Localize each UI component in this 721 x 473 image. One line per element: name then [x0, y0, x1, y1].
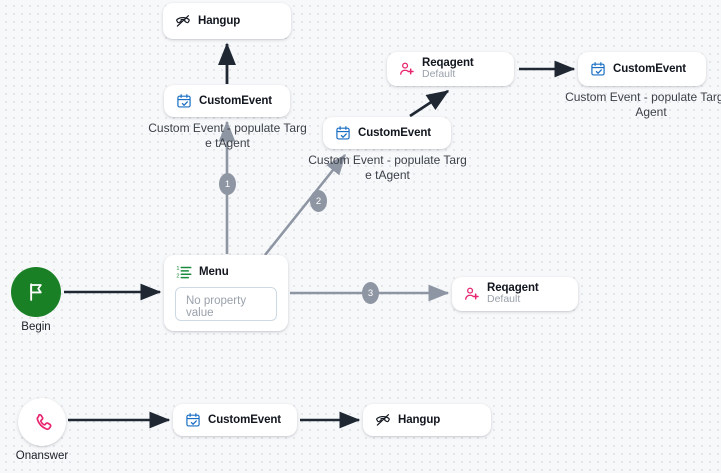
node-head: CustomEvent: [323, 125, 451, 141]
node-customevent-bottom[interactable]: CustomEvent: [173, 404, 297, 436]
person-add-icon: [465, 287, 479, 300]
calendar-check-icon: [591, 62, 605, 76]
calendar-check-icon: [177, 94, 191, 108]
node-subtitle: Default: [422, 68, 456, 81]
node-customevent-right[interactable]: CustomEvent: [578, 52, 706, 86]
node-texts: Reqagent Default: [422, 57, 474, 80]
node-onanswer[interactable]: [18, 398, 66, 446]
node-reqagent-top[interactable]: Reqagent Default: [387, 52, 514, 86]
hangup-phone-icon: [176, 15, 190, 27]
node-texts: Reqagent Default: [487, 282, 539, 305]
node-title: Hangup: [198, 15, 241, 27]
node-head: Reqagent Default: [387, 57, 514, 80]
node-title: CustomEvent: [208, 414, 282, 426]
calendar-check-icon: [336, 126, 350, 140]
edge-customevent-to-reqagent: [409, 89, 450, 118]
node-head: Hangup: [163, 13, 291, 29]
node-hangup-top[interactable]: Hangup: [163, 3, 291, 39]
node-reqagent-mid[interactable]: Reqagent Default: [452, 277, 578, 311]
node-onanswer-label: Onanswer: [15, 450, 69, 462]
node-subtitle: Default: [487, 293, 521, 306]
node-title: Menu: [199, 266, 229, 278]
edge-badge-2[interactable]: 2: [310, 190, 327, 212]
svg-text:1: 1: [176, 266, 179, 272]
node-head: CustomEvent: [578, 61, 706, 77]
flag-icon: [30, 283, 42, 301]
phone-icon: [36, 413, 52, 430]
node-title: CustomEvent: [613, 63, 687, 75]
node-title: Reqagent: [422, 57, 474, 70]
node-begin-label: Begin: [21, 321, 51, 333]
node-begin[interactable]: [11, 267, 61, 317]
node-head: CustomEvent: [173, 412, 297, 428]
node-customevent-mid[interactable]: CustomEvent: [323, 117, 451, 149]
node-title: CustomEvent: [199, 95, 273, 107]
node-hangup-bottom[interactable]: Hangup: [363, 404, 491, 436]
node-head: 1 2 Menu: [164, 264, 288, 280]
edge-badge-3[interactable]: 3: [362, 282, 379, 304]
edge-label-left: Custom Event - populate Targe tAgent: [148, 121, 307, 150]
edge-badge-1[interactable]: 1: [219, 173, 236, 195]
numbered-list-icon: 1 2: [176, 266, 192, 279]
hangup-phone-icon: [376, 414, 390, 426]
node-title: CustomEvent: [358, 127, 432, 139]
node-head: CustomEvent: [164, 93, 290, 109]
person-add-icon: [400, 62, 414, 75]
node-head: Reqagent Default: [452, 282, 578, 305]
svg-text:2: 2: [176, 273, 179, 279]
node-title: Hangup: [398, 414, 441, 426]
edge-menu-branch-2: [263, 153, 347, 256]
menu-property-placeholder: No property value: [186, 295, 247, 319]
node-head: Hangup: [363, 412, 491, 428]
node-title: Reqagent: [487, 282, 539, 295]
edge-label-mid: Custom Event - populate Targe tAgent: [308, 153, 467, 182]
node-customevent-left[interactable]: CustomEvent: [164, 85, 290, 117]
node-menu[interactable]: 1 2 Menu No property value: [164, 255, 288, 331]
edge-label-right: Custom Event - populate Targe tAgent: [565, 90, 721, 119]
calendar-check-icon: [186, 413, 200, 427]
menu-property-box[interactable]: No property value: [175, 287, 277, 321]
